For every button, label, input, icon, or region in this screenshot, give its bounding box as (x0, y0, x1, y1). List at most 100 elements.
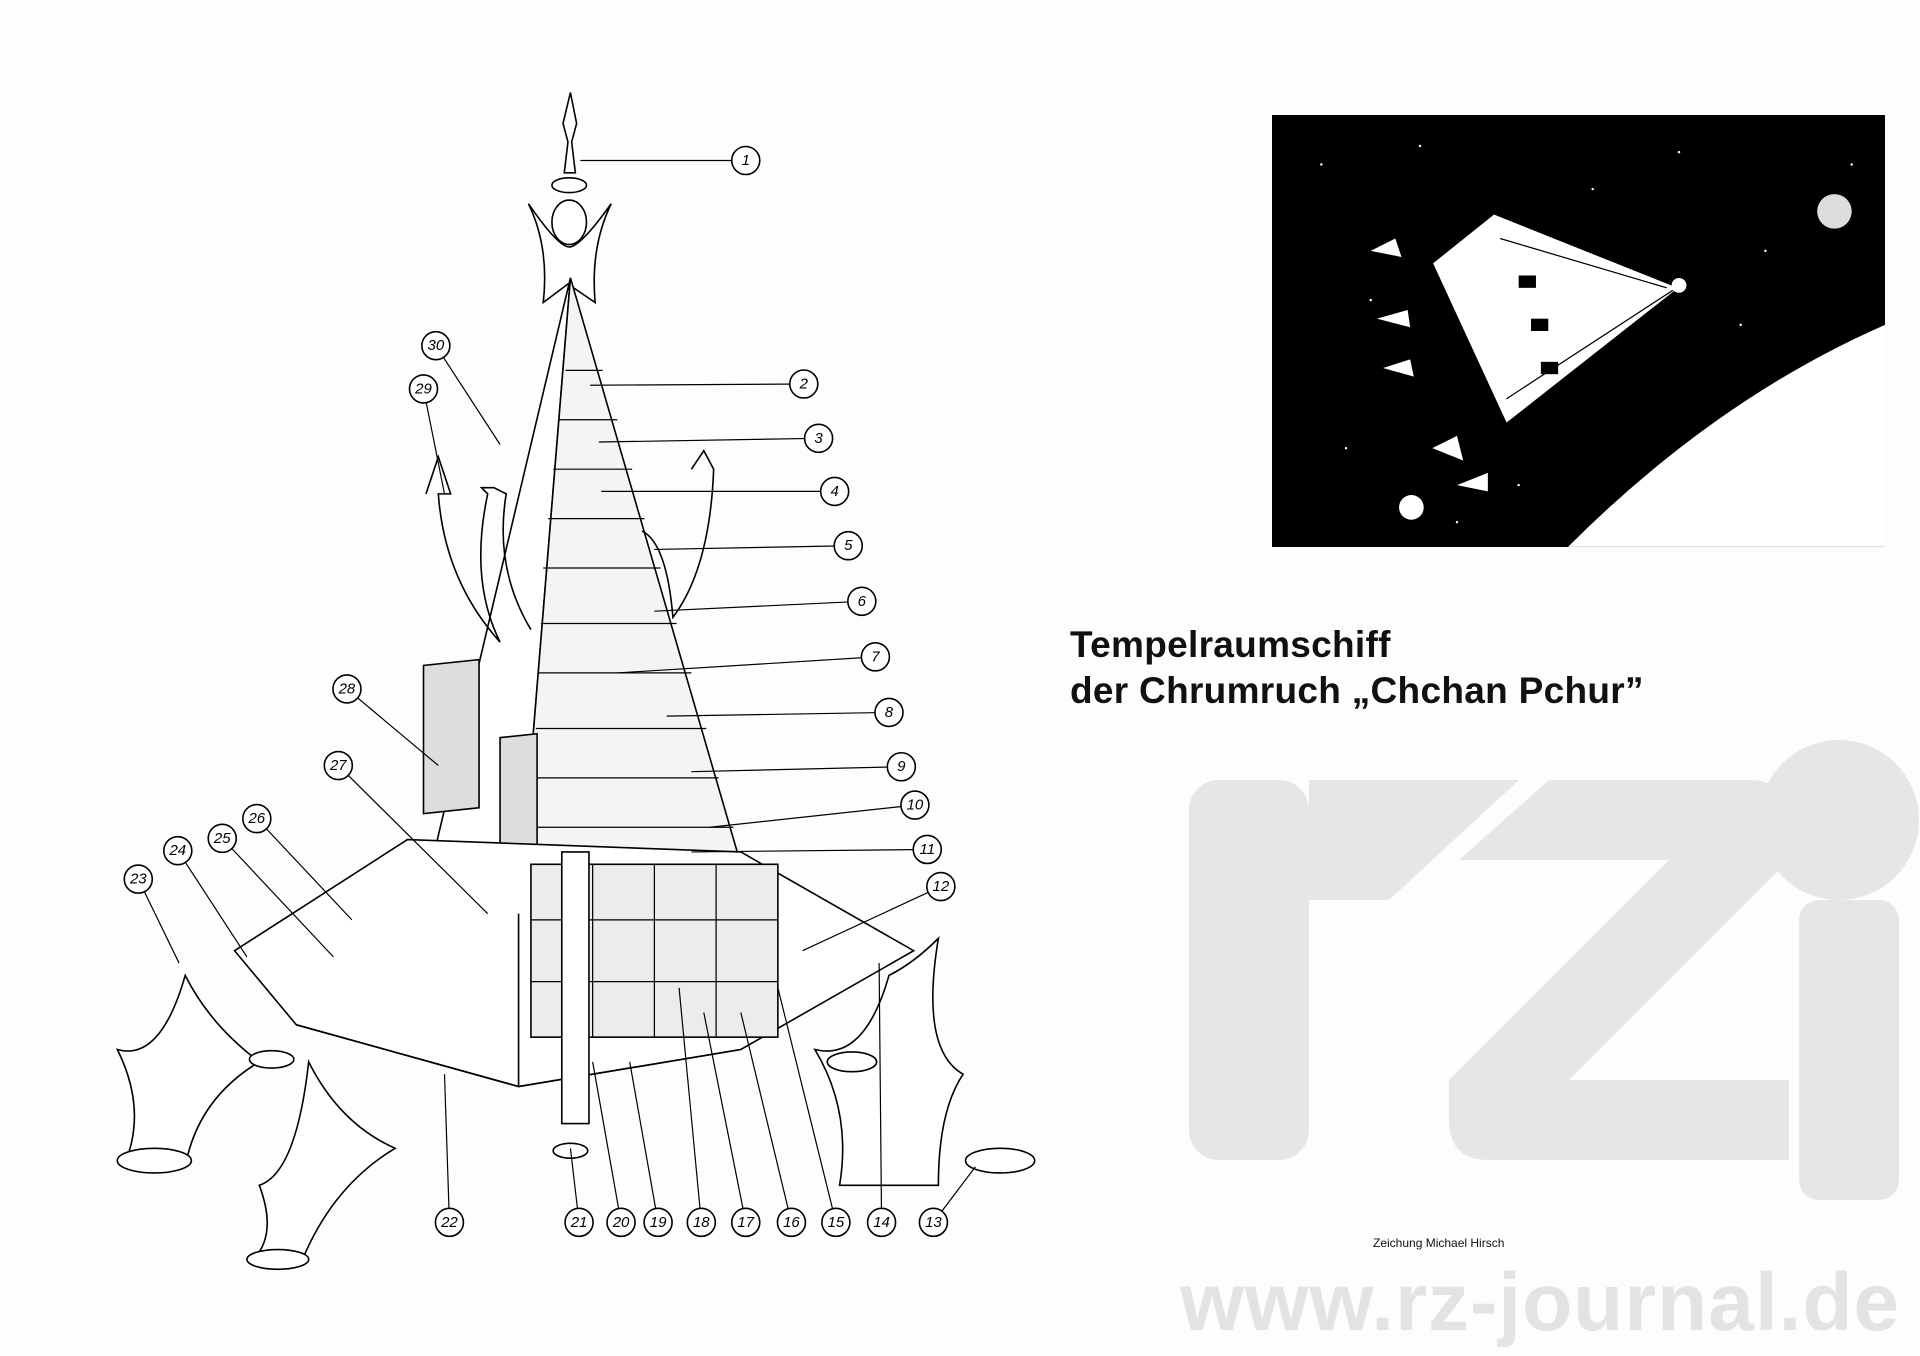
leader-line (435, 345, 501, 445)
callout-1: 1 (580, 145, 761, 176)
drawing-credit: Zeichung Michael Hirsch (1373, 1236, 1505, 1250)
callout-circle (606, 1207, 636, 1238)
callout-circle (207, 823, 238, 854)
leader-line (777, 987, 837, 1223)
callout-number: 29 (414, 380, 432, 397)
callout-17: 17 (703, 1012, 761, 1238)
callout-13: 13 (918, 1166, 976, 1238)
callout-number: 5 (844, 537, 853, 554)
callout-5: 5 (654, 530, 864, 561)
leader-line (691, 766, 902, 773)
callout-number: 11 (919, 841, 935, 858)
callout-28: 28 (332, 674, 439, 766)
callout-number: 22 (440, 1214, 458, 1231)
callout-circle (819, 476, 850, 507)
leader-line (137, 878, 180, 964)
callout-circle (564, 1207, 594, 1238)
leader-line (443, 1074, 451, 1223)
callout-number: 14 (873, 1214, 890, 1231)
callout-circle (860, 642, 891, 672)
callout-number: 21 (570, 1214, 588, 1231)
callout-number: 18 (693, 1214, 710, 1231)
callout-circle (874, 697, 904, 728)
callout-circle (821, 1207, 851, 1238)
callout-27: 27 (323, 750, 489, 915)
callout-circle (866, 1207, 897, 1238)
leader-line (691, 848, 928, 853)
callout-circle (242, 803, 272, 834)
callout-number: 23 (129, 871, 147, 888)
callout-25: 25 (207, 823, 334, 958)
callout-22: 22 (434, 1074, 465, 1238)
leader-line (177, 850, 248, 958)
callout-number: 16 (783, 1214, 800, 1231)
leader-line (654, 545, 849, 551)
callout-circle (686, 1207, 717, 1238)
callout-labels: 1234567891011121314151617181920212223242… (123, 145, 976, 1238)
callout-number: 7 (871, 648, 880, 665)
callout-circle (788, 369, 819, 399)
callout-10: 10 (709, 790, 930, 828)
callout-number: 4 (830, 483, 838, 500)
leader-line (422, 388, 446, 494)
callout-12: 12 (802, 871, 956, 952)
title-line-2: der Chrumruch „Chchan Pchur” (1070, 670, 1644, 711)
callout-circle (123, 864, 154, 894)
callout-23: 23 (123, 864, 180, 964)
leader-line (256, 818, 353, 921)
space-illustration (1272, 115, 1885, 547)
callout-11: 11 (691, 834, 943, 865)
callout-7: 7 (617, 642, 891, 674)
callout-circle (162, 835, 193, 866)
leader-line (802, 885, 942, 952)
callout-6: 6 (654, 586, 877, 617)
callout-8: 8 (666, 697, 904, 728)
leader-line (337, 765, 489, 915)
callout-21: 21 (564, 1148, 594, 1238)
callout-18: 18 (678, 987, 717, 1238)
callout-number: 10 (907, 797, 924, 814)
callout-number: 6 (858, 593, 867, 610)
watermark-url: www.rz-journal.de (1180, 1257, 1901, 1348)
callout-circle (332, 674, 362, 704)
leader-line (598, 437, 819, 443)
callout-circle (643, 1207, 673, 1238)
callout-20: 20 (592, 1061, 636, 1238)
callout-circle (886, 751, 917, 782)
callout-number: 2 (799, 375, 809, 392)
callout-circle (900, 790, 930, 820)
callout-number: 30 (428, 337, 445, 354)
callout-circle (421, 330, 451, 361)
callout-number: 1 (742, 152, 750, 169)
leader-line (592, 1061, 622, 1223)
callout-circle (730, 145, 761, 176)
leader-line (709, 804, 915, 828)
callout-26: 26 (242, 803, 353, 921)
callout-4: 4 (601, 476, 850, 507)
callout-circle (926, 871, 956, 902)
leader-line (878, 963, 883, 1223)
callout-circle (918, 1207, 949, 1238)
leader-line (740, 1012, 793, 1223)
callout-14: 14 (866, 963, 897, 1238)
callout-number: 13 (925, 1214, 942, 1231)
callout-number: 8 (885, 704, 894, 721)
leader-line (617, 656, 876, 674)
callout-24: 24 (162, 835, 248, 958)
callout-number: 20 (612, 1214, 630, 1231)
callout-number: 15 (828, 1214, 845, 1231)
callout-circle (323, 750, 354, 781)
callout-circle (776, 1207, 807, 1238)
callout-circle (803, 423, 834, 454)
rzj-logo-watermark (1189, 740, 1919, 1200)
leader-line (590, 383, 804, 386)
callout-9: 9 (691, 751, 917, 782)
callout-3: 3 (598, 423, 834, 454)
callout-circle (730, 1207, 761, 1238)
leader-line (703, 1012, 747, 1223)
callout-number: 12 (932, 878, 949, 895)
callout-circle (912, 834, 943, 865)
callout-circle (434, 1207, 465, 1238)
